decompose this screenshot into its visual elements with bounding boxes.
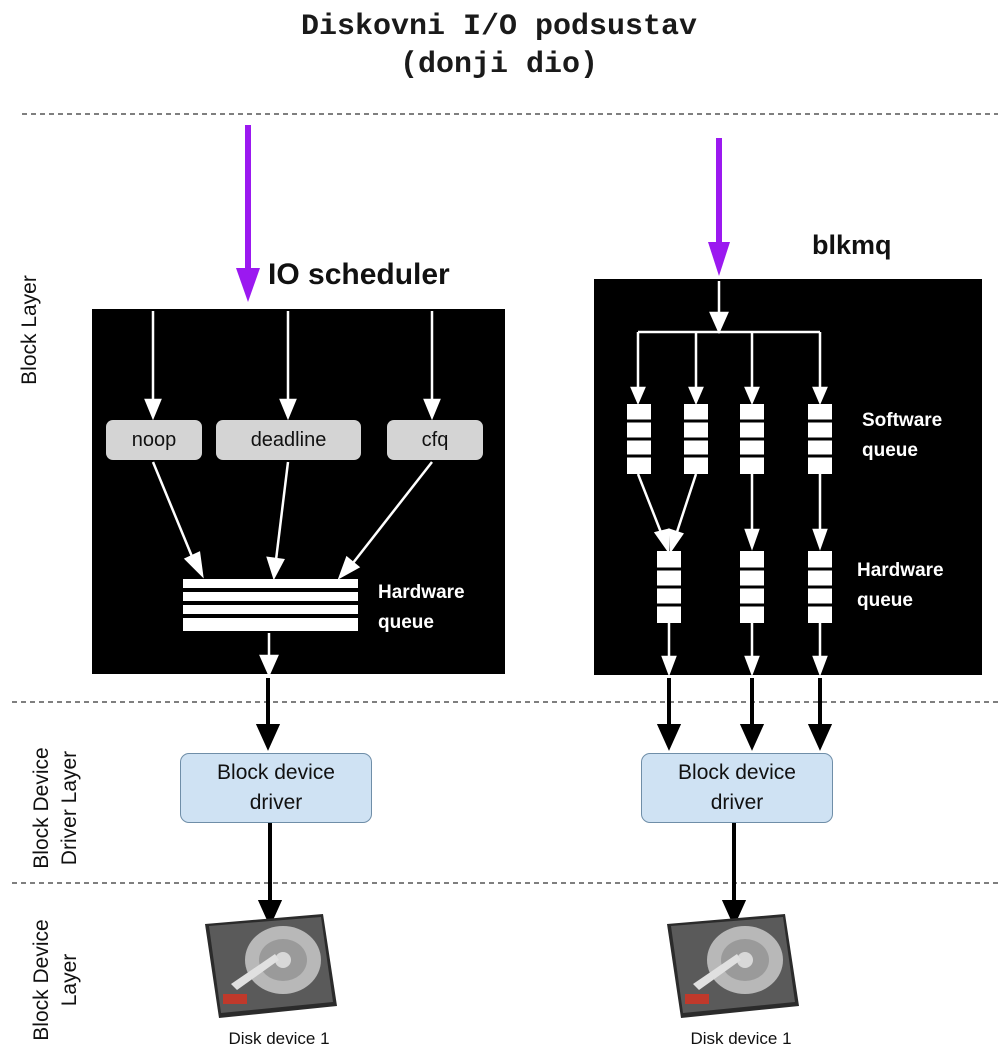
left-driver-line-2: driver [249,791,303,814]
arrow-to-noop-head [144,398,162,421]
disk-spindle [275,952,291,968]
cfq-scheduler: cfq [387,420,483,460]
left-hw-label-line-1: Hardware [378,582,465,603]
deadline-scheduler: deadline [216,420,361,460]
right-hw-label-line-2: queue [857,590,913,611]
hw2-out-head [744,655,760,677]
hw3-out-head [812,655,828,677]
title-line-1: Diskovni I/O podsustav [300,10,698,44]
right-disk-caption: Disk device 1 [690,1029,792,1048]
right-request-arrow-head [708,242,730,276]
dist-drop-4-head [812,386,828,406]
hw-queue-slot [183,592,358,601]
left-panel-to-driver-head [255,724,281,751]
black-flow-arrows [255,678,833,927]
layer-separators [12,113,998,884]
right-driver-line-2: driver [710,791,764,814]
purple-request-arrows [236,125,730,302]
right-software-queues [627,404,832,474]
dist-drop-1-head [630,386,646,406]
noop-to-queue-head [183,551,204,579]
sw3-to-hw2-head [744,528,760,551]
disk-connector [685,994,709,1004]
right-hardware-queue-label: Hardware queue [857,556,944,616]
blkmq-heading: blkmq [812,230,892,260]
right-hw-label-line-1: Hardware [857,560,944,581]
title-line-2: (donji dio) [399,48,599,82]
right-hardware-queues [657,551,832,623]
right-panel-to-driver-2-head [739,724,765,751]
hw-queue-slot [183,618,358,631]
left-driver-to-disk-head [257,900,283,927]
hw-queue-slot [183,579,358,588]
left-hardware-queue [183,579,358,631]
queue-to-out-head [259,654,279,678]
deadline-to-queue-head [266,556,285,581]
arrow-to-deadline-head [279,398,297,421]
disk-actuator-arm [231,954,279,990]
diagram-title: Diskovni I/O podsustav (donji dio) [0,8,998,84]
io-scheduler-heading: IO scheduler [268,258,450,291]
dist-drop-3-head [744,386,760,406]
noop-to-queue [151,461,195,560]
dist-drop-2-head [688,386,704,406]
right-panel-arrows [630,281,828,677]
left-panel-arrows [144,311,441,678]
left-disk-caption: Disk device 1 [228,1029,330,1048]
deadline-to-queue [274,461,290,561]
right-hard-disk-icon [667,914,799,1018]
left-hardware-queue-label: Hardware queue [378,578,465,638]
sw2-to-hw1 [674,473,698,536]
disk-actuator-arm [693,954,741,990]
noop-scheduler: noop [106,420,202,460]
right-driver-to-disk-head [721,900,747,927]
sw1-to-hw1 [636,473,664,536]
sw1-to-hw1-head [653,528,670,554]
right-sw-label-line-2: queue [862,440,918,461]
sw4-to-hw3-head [812,528,828,551]
sw2-to-hw1-head [668,528,684,554]
cfq-to-queue-head [337,555,361,580]
right-panel-to-driver-1-head [656,724,682,751]
left-request-arrow-head [236,268,260,302]
right-panel-to-driver-3-head [807,724,833,751]
right-software-queue-label: Software queue [862,406,942,466]
hw1-out-head [661,655,677,677]
right-driver-line-1: Block device [678,761,796,784]
left-hard-disk-icon [205,914,337,1018]
disk-spindle [737,952,753,968]
right-block-device-driver: Block device driver [641,753,833,823]
left-hw-label-line-2: queue [378,612,434,633]
right-sw-label-line-1: Software [862,410,943,431]
left-block-device-driver: Block device driver [180,753,372,823]
arrow-to-cfq-head [423,398,441,421]
dist-in-head [709,311,729,335]
cfq-to-queue [352,461,433,564]
left-driver-line-1: Block device [217,761,335,784]
disk-connector [223,994,247,1004]
hw-queue-slot [183,605,358,614]
